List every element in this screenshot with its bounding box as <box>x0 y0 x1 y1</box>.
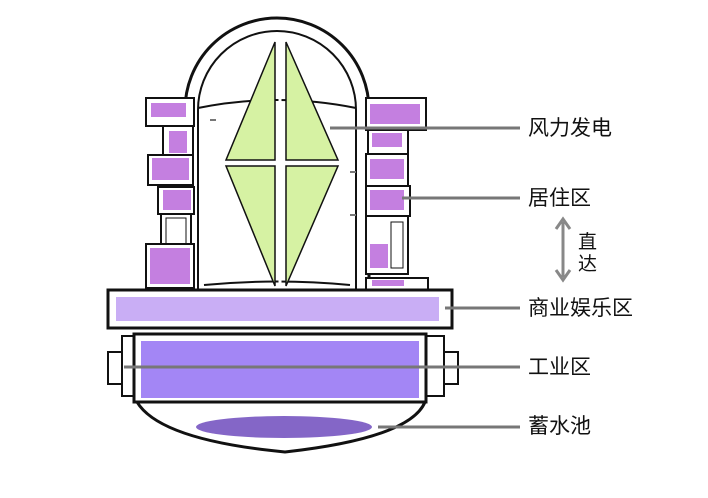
label-residential: 居住区 <box>528 186 591 210</box>
commercial-slab <box>106 288 454 330</box>
leader-lines <box>124 126 520 429</box>
double-arrow <box>554 216 572 283</box>
label-reservoir: 蓄水池 <box>528 414 591 438</box>
right-residential-blocks <box>365 97 429 291</box>
reservoir <box>134 400 428 454</box>
tower-dome <box>183 16 371 290</box>
label-wind-power: 风力发电 <box>528 116 612 140</box>
left-residential-blocks <box>145 97 195 289</box>
label-direct-char-2: 达 <box>578 253 598 275</box>
wind-turbine <box>224 41 340 287</box>
label-commercial: 商业娱乐区 <box>528 296 633 320</box>
label-industrial: 工业区 <box>528 355 591 379</box>
label-direct-char-1: 直 <box>578 231 598 253</box>
